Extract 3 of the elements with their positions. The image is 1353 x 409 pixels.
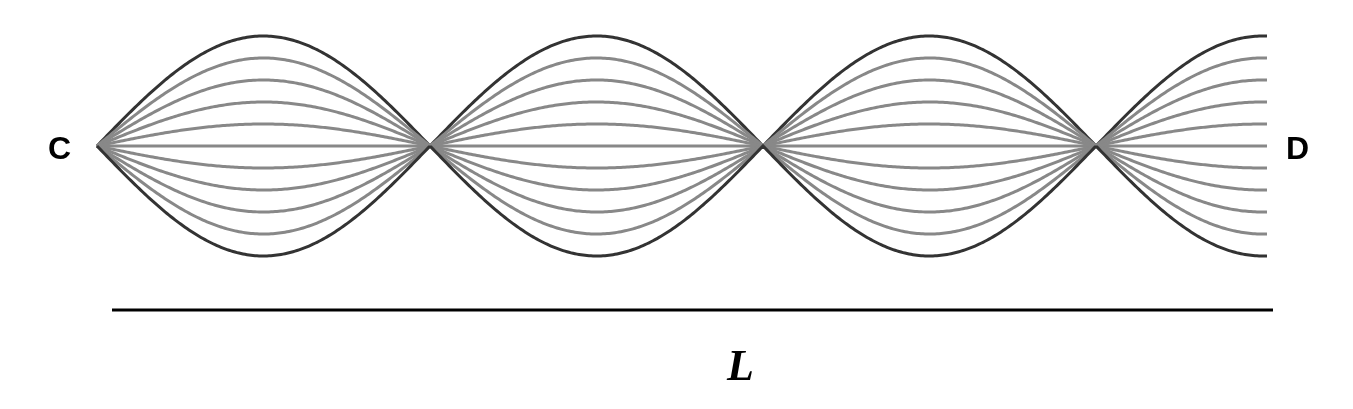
end-label: C [48, 130, 72, 167]
length-label: L [727, 340, 754, 391]
end-label: D [1286, 130, 1310, 167]
